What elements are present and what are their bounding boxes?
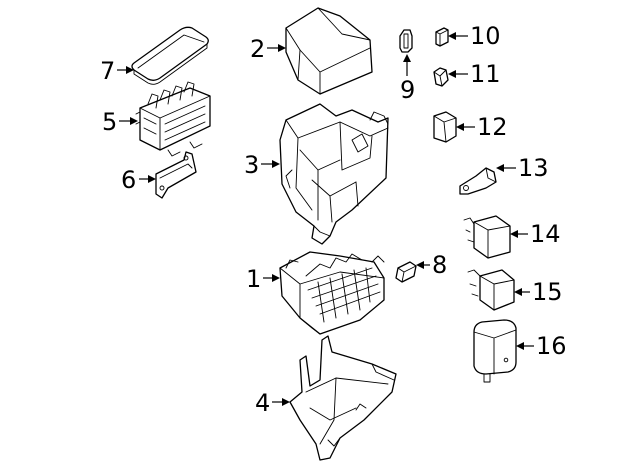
- callout-10: 10: [470, 22, 501, 50]
- callout-8: 8: [432, 251, 447, 279]
- part-13-clip: [459, 167, 497, 195]
- part-12-fuse: [433, 111, 457, 143]
- callout-3: 3: [244, 151, 259, 179]
- callout-7: 7: [100, 57, 115, 85]
- callout-6: 6: [121, 166, 136, 194]
- part-9-fuse-puller: [399, 29, 413, 53]
- callout-13: 13: [518, 154, 549, 182]
- part-4-tray: [289, 335, 397, 461]
- part-7-lid: [131, 26, 209, 85]
- part-1-base: [279, 251, 385, 335]
- callout-12: 12: [477, 113, 508, 141]
- callout-1: 1: [246, 265, 261, 293]
- part-8-fuse: [395, 261, 417, 283]
- part-10-fuse: [435, 27, 449, 47]
- callout-15: 15: [532, 278, 563, 306]
- part-2-cover: [285, 7, 373, 95]
- callout-14: 14: [530, 220, 561, 248]
- part-15-relay: [467, 269, 515, 311]
- callout-4: 4: [255, 389, 270, 417]
- part-5-fuse-block: [135, 81, 211, 157]
- callout-labels: 7 5 6 2 3 1 4 9 10 11 12 13 8 14 15 16: [100, 22, 567, 417]
- part-6-bracket: [155, 151, 197, 199]
- part-14-relay: [463, 215, 511, 259]
- callout-16: 16: [536, 332, 567, 360]
- part-16-relay: [473, 319, 517, 383]
- callout-11: 11: [470, 60, 501, 88]
- callout-9: 9: [400, 76, 415, 104]
- leader-lines: [117, 32, 534, 406]
- callout-2: 2: [250, 35, 265, 63]
- part-11-fuse: [433, 67, 449, 87]
- part-3-upper-housing: [279, 103, 389, 245]
- callout-5: 5: [102, 108, 117, 136]
